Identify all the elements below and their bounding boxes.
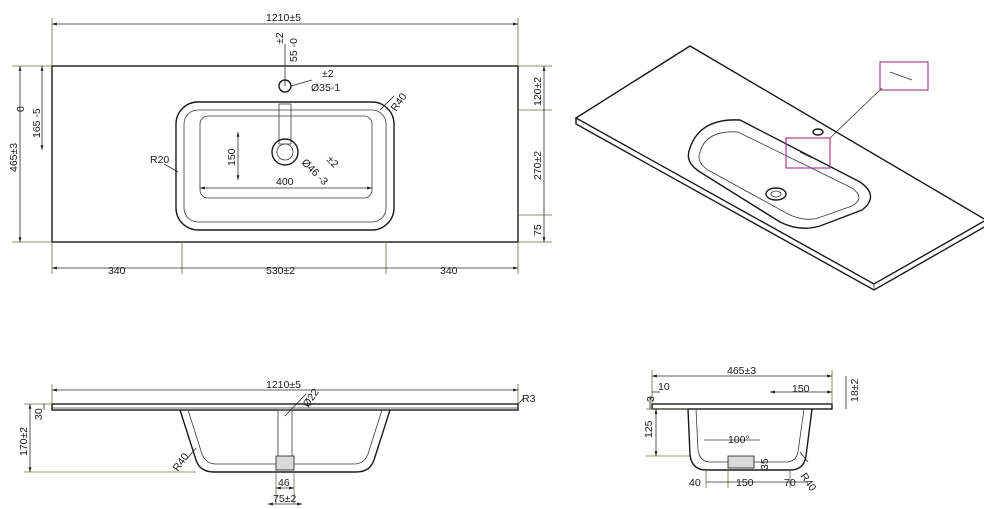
iso-bowl-outer: [687, 119, 872, 229]
right-bottom-dim: 75: [532, 224, 544, 236]
radius-inner-label: R20: [150, 154, 169, 166]
right-top-dim: 120±2: [532, 77, 544, 106]
top-overall-depth: 465±3: [8, 143, 20, 172]
tap-offset-tol: ±2: [274, 32, 286, 44]
side-overall-depth: 465±3: [727, 365, 756, 377]
depth-left-label: 165 -5: [31, 108, 43, 138]
side-drain-angle: 100°: [728, 434, 750, 446]
front-bowl-radius: R40: [171, 451, 192, 474]
side-front-lip: 10: [658, 381, 670, 393]
iso-tap-hole: [812, 128, 824, 136]
side-section: 465±3 10 150 18±2 3 125 100° 35 R40 40 1…: [643, 365, 861, 494]
bottom-right-segment: 340: [440, 265, 458, 277]
side-bowl-height: 125: [643, 420, 655, 438]
front-overall-width: 1210±5: [266, 379, 301, 391]
side-left-small: 3: [645, 396, 657, 402]
drain-diameter-tol: ±2: [324, 154, 341, 171]
tap-diameter-label: Ø35-1: [311, 82, 340, 94]
drain-hole-inner: [276, 143, 294, 161]
iso-detail-box: [785, 137, 831, 169]
side-drain-height: 35: [759, 458, 771, 470]
drain-hole-outer: [271, 138, 299, 166]
bowl-inner: [183, 109, 387, 223]
iso-slab-top: [574, 45, 984, 285]
front-drain-outer: 75±2: [273, 493, 296, 505]
iso-detail-callout: [879, 61, 929, 91]
side-drain: [727, 455, 755, 469]
front-section: 1210±5 Ø22 R3 170±2 30 R40 46 75±2: [18, 379, 536, 506]
front-slab: [51, 403, 519, 411]
bowl-floor: [199, 115, 373, 199]
front-slab-thickness: 30: [33, 408, 45, 420]
side-bottom-mid: 150: [736, 477, 754, 489]
bottom-left-segment: 340: [108, 265, 126, 277]
side-right-height: 18±2: [849, 379, 861, 402]
side-back-segment: 150: [792, 383, 810, 395]
tap-diameter-tol: ±2: [322, 68, 334, 80]
side-slab: [651, 403, 833, 410]
front-drain: [275, 455, 295, 471]
iso-drain: [765, 187, 787, 201]
depth-left-zero: 0: [15, 106, 27, 112]
top-view: 1210±5 55 -0 ±2 ±2 Ø35-1 465±3 165 -5 0 …: [8, 12, 552, 277]
front-bowl: [179, 409, 391, 473]
right-mid-dim: 270±2: [532, 151, 544, 180]
radius-outer-label: R40: [389, 91, 410, 114]
bowl-outer: [175, 101, 395, 231]
side-bottom-left: 40: [689, 477, 701, 489]
side-bottom-right: 70: [784, 477, 796, 489]
side-bowl: [687, 408, 813, 471]
isometric-view: [574, 45, 984, 291]
top-overall-width: 1210±5: [266, 12, 301, 24]
bowl-inner-width: 400: [276, 176, 294, 188]
iso-bowl-inner: [698, 131, 860, 220]
bowl-inner-depth: 150: [226, 148, 238, 166]
bottom-bowl-width: 530±2: [266, 265, 295, 277]
front-overflow: [277, 409, 293, 459]
front-total-height: 170±2: [18, 427, 30, 456]
tap-offset-label: 55 -0: [288, 38, 300, 62]
front-edge-radius: R3: [522, 393, 536, 405]
front-drain-inner: 46: [278, 477, 290, 489]
